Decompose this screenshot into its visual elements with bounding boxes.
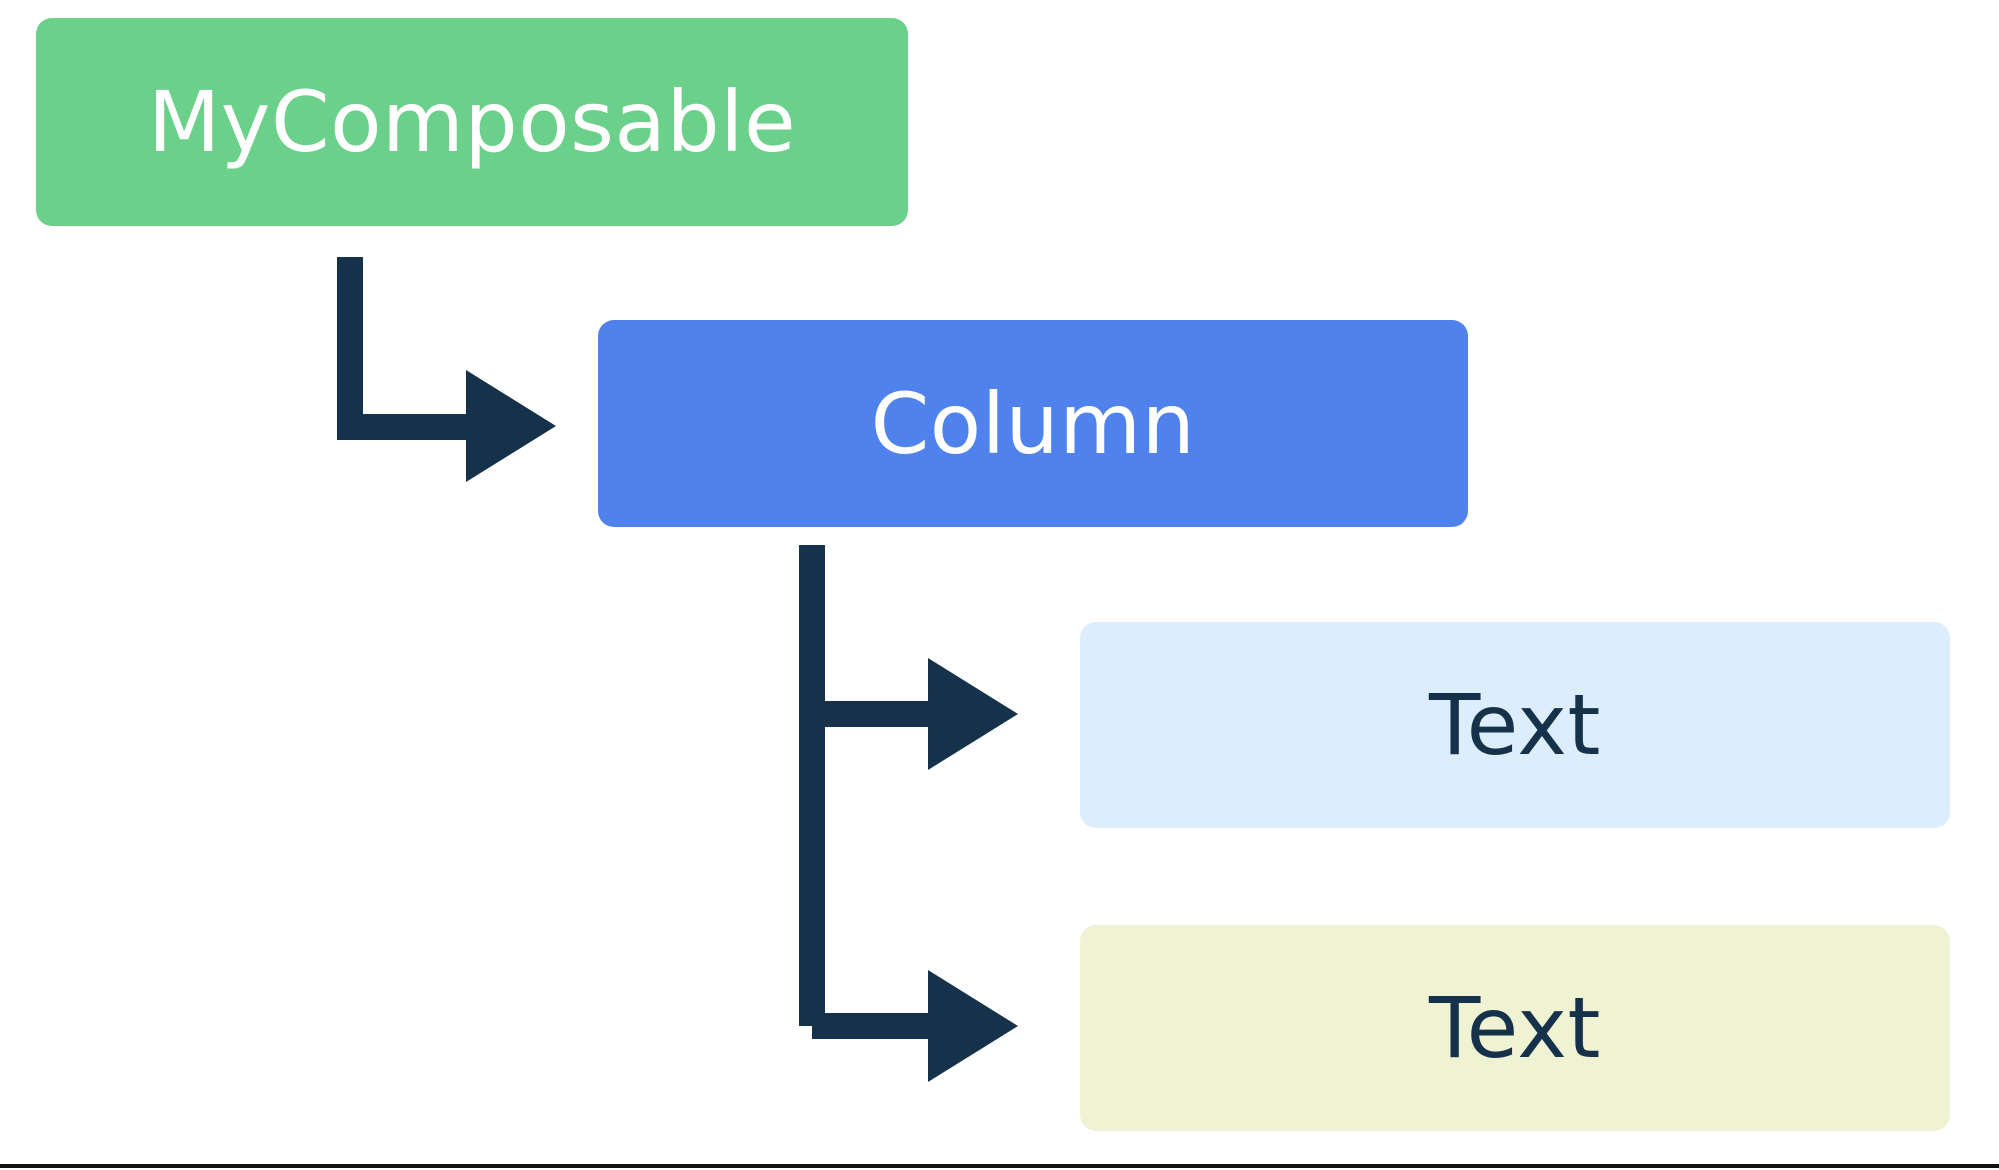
node-column-label: Column: [870, 374, 1196, 473]
node-text-secondary[interactable]: Text: [1080, 925, 1950, 1131]
node-column[interactable]: Column: [598, 320, 1468, 527]
edge-column-to-text-1: [812, 658, 1018, 770]
node-text-secondary-label: Text: [1429, 979, 1601, 1077]
edge-column-to-text-2: [812, 970, 1018, 1082]
baseline-divider: [0, 1164, 1999, 1168]
node-text-primary-label: Text: [1429, 676, 1601, 774]
node-text-primary[interactable]: Text: [1080, 622, 1950, 828]
edge-root-to-column: [337, 257, 556, 482]
node-my-composable-label: MyComposable: [147, 73, 797, 171]
node-my-composable[interactable]: MyComposable: [36, 18, 908, 226]
